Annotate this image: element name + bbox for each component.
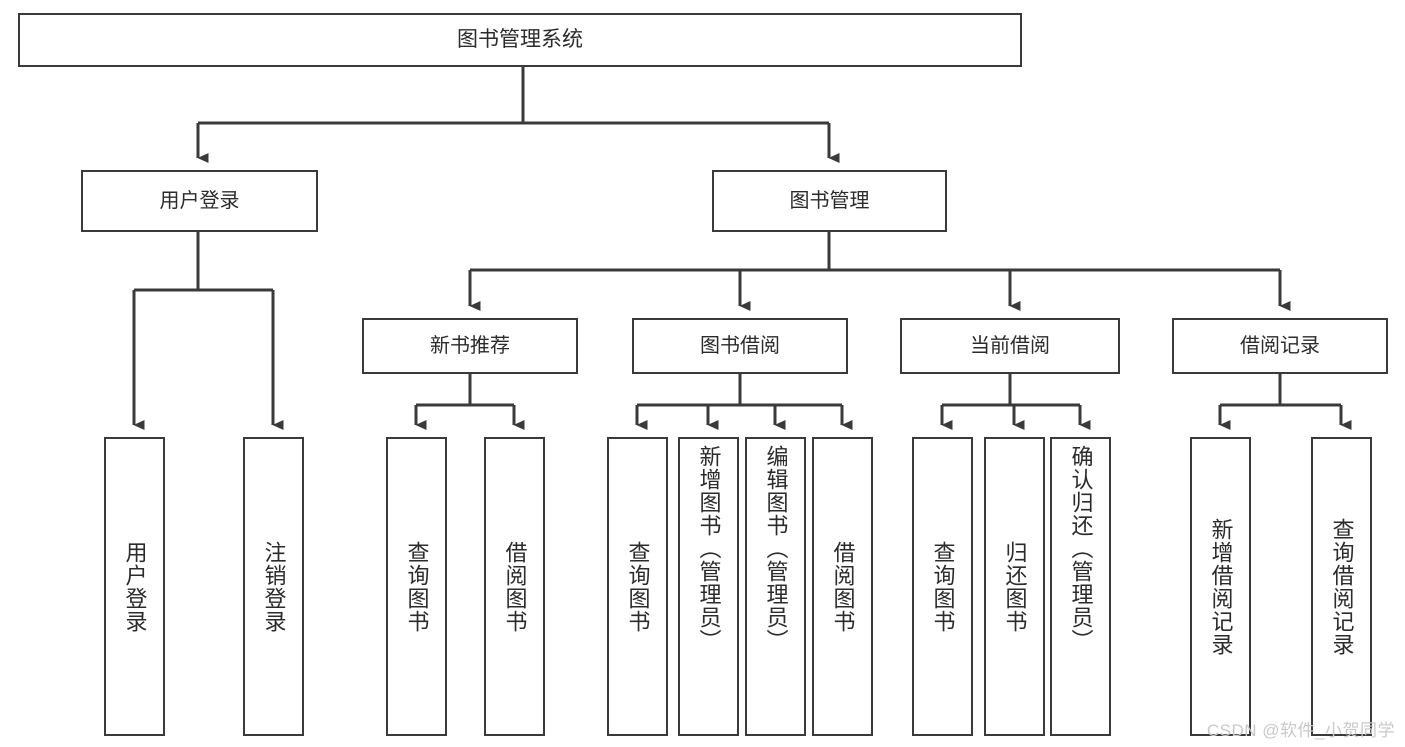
leaf-node-label: 注销登录 (261, 540, 287, 633)
node-borrow-record[interactable]: 借阅记录 (1172, 318, 1388, 374)
leaf-node[interactable]: 查询图书 (607, 437, 668, 736)
leaf-node-label: 确认归还（管理员） (1068, 445, 1094, 652)
leaf-node-label: 新增图书（管理员） (696, 445, 722, 652)
leaf-node-label: 借阅图书 (830, 540, 856, 633)
node-user-login[interactable]: 用户登录 (81, 170, 318, 232)
node-book-management-label: 图书管理 (789, 189, 870, 212)
node-new-book-recommend[interactable]: 新书推荐 (362, 318, 578, 374)
leaf-node[interactable]: 用户登录 (104, 437, 165, 736)
leaf-node[interactable]: 借阅图书 (484, 437, 545, 736)
node-book-borrow-label: 图书借阅 (700, 334, 780, 357)
node-current-borrow-label: 当前借阅 (970, 334, 1050, 357)
node-new-book-recommend-label: 新书推荐 (430, 334, 510, 357)
leaf-node-label: 查询图书 (404, 540, 430, 633)
csdn-watermark: CSDN @软件_小贺同学 (1206, 721, 1395, 740)
leaf-node-label: 用户登录 (122, 540, 148, 633)
leaf-node-label: 借阅图书 (502, 540, 528, 633)
leaf-node-label: 编辑图书（管理员） (763, 445, 789, 652)
leaf-node[interactable]: 编辑图书（管理员） (745, 437, 806, 736)
leaf-node[interactable]: 查询图书 (386, 437, 447, 736)
leaf-node[interactable]: 新增图书（管理员） (678, 437, 739, 736)
leaf-node-label: 归还图书 (1002, 540, 1028, 633)
node-borrow-record-label: 借阅记录 (1240, 334, 1320, 357)
leaf-node-label: 查询图书 (930, 540, 956, 633)
leaf-node-label: 查询图书 (625, 540, 651, 633)
leaf-node[interactable]: 查询图书 (912, 437, 973, 736)
node-root-label: 图书管理系统 (457, 27, 583, 51)
leaf-node[interactable]: 查询借阅记录 (1311, 437, 1372, 736)
leaf-node[interactable]: 注销登录 (243, 437, 304, 736)
node-book-borrow[interactable]: 图书借阅 (632, 318, 848, 374)
node-current-borrow[interactable]: 当前借阅 (900, 318, 1120, 374)
node-book-management[interactable]: 图书管理 (712, 170, 947, 232)
leaf-node[interactable]: 新增借阅记录 (1190, 437, 1251, 736)
leaf-node-label: 新增借阅记录 (1208, 517, 1234, 656)
leaf-node-label: 查询借阅记录 (1329, 517, 1355, 656)
leaf-node[interactable]: 确认归还（管理员） (1050, 437, 1111, 736)
node-user-login-label: 用户登录 (159, 189, 240, 212)
leaf-node[interactable]: 借阅图书 (812, 437, 873, 736)
leaf-node[interactable]: 归还图书 (984, 437, 1045, 736)
node-root[interactable]: 图书管理系统 (18, 13, 1022, 67)
